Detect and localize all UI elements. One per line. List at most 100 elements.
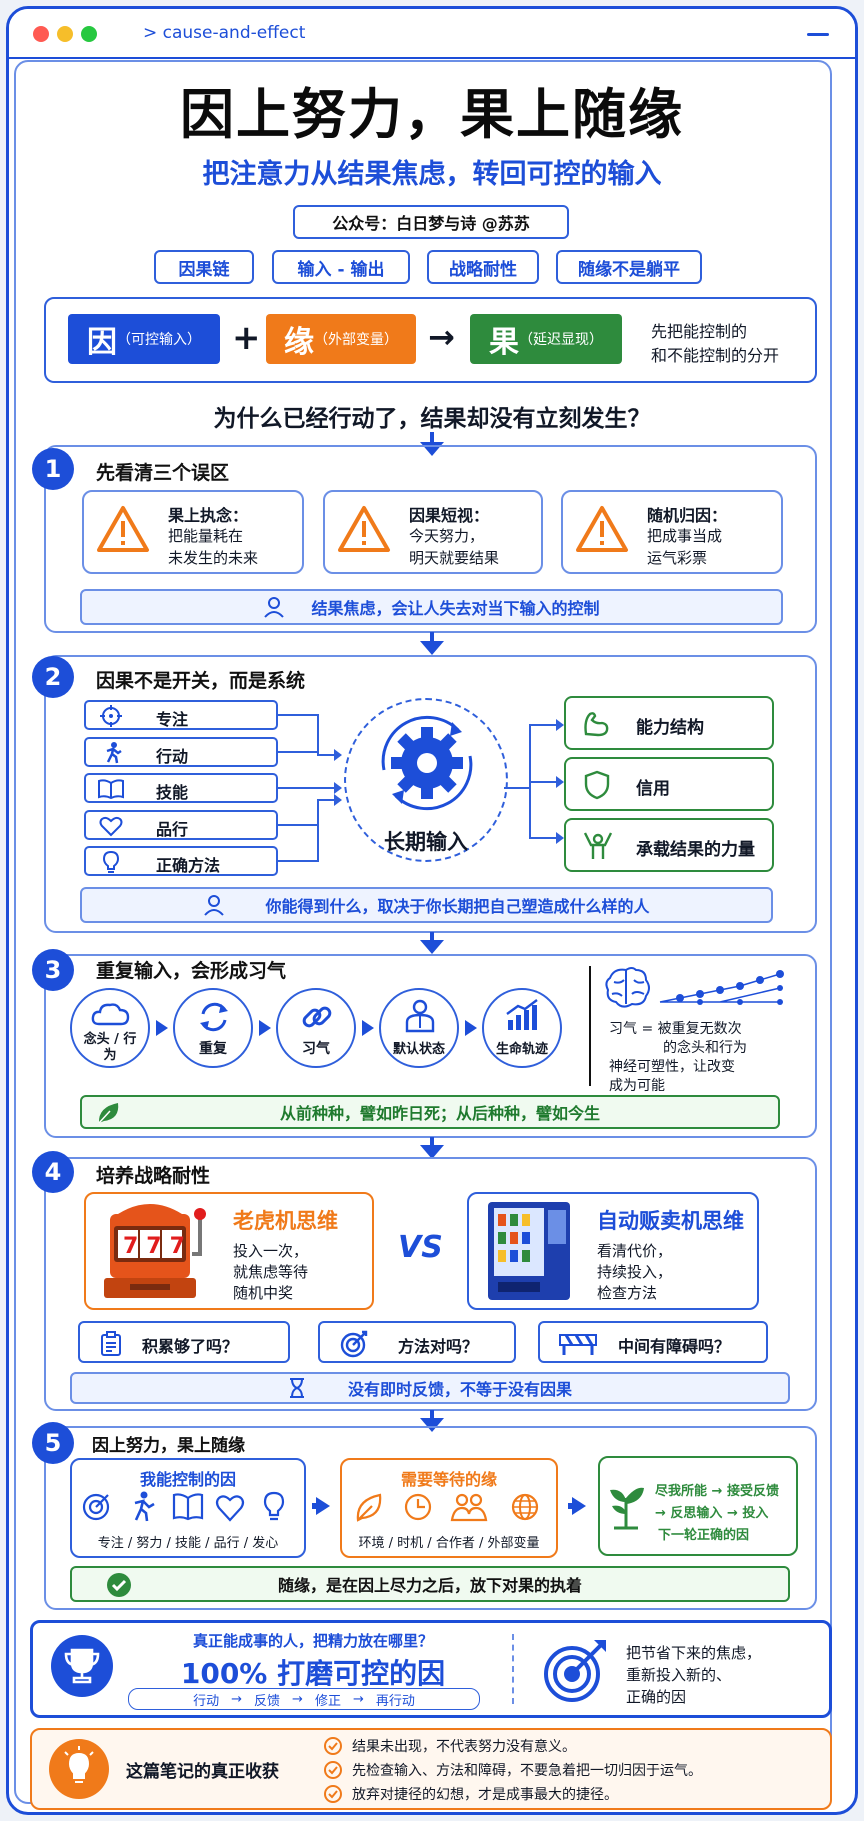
tag-patience[interactable]: 战略耐性 [427,250,539,284]
section-1-title: 先看清三个误区 [96,462,230,484]
waiting-conditions-box [340,1458,558,1558]
section-3-note-text: 从前种种，譬如昨日死；从后种种，譬如今生 [279,1104,600,1123]
check-circle-icon [107,1573,131,1597]
minimize-dot[interactable] [57,26,73,42]
section-3-note: 从前种种，譬如昨日死；从后种种，譬如今生 [80,1095,780,1129]
effect-char: 果 [489,325,519,360]
focus-right-3: 正确的因 [626,1688,687,1706]
wait-title: 需要等待的缘 [400,1470,497,1489]
cycle-line1: 尽我所能 → 接受反馈 [655,1484,779,1499]
mistake-2-head: 因果短视： [409,506,490,525]
section-1-number: 1 [32,448,74,490]
arrow-stem [312,1503,320,1509]
loop-step: 修正 [314,1693,341,1709]
step-label: 生命轨迹 [495,1042,548,1057]
condition-char: 缘 [284,325,314,360]
page-title: 因上努力，果上随缘 [180,83,684,146]
section-5 [44,1426,817,1610]
mistake-3-head: 随机归因： [647,506,728,525]
slot-line1: 投入一次， [233,1242,309,1260]
section-2-number: 2 [32,656,74,698]
target-arrow-icon [340,1330,368,1358]
arrow-icon: → [231,1691,243,1707]
effect-block: 果 （延迟显现） [470,314,622,364]
input-label: 正确方法 [156,856,221,875]
lightbulb-icon [102,850,120,873]
tag-io[interactable]: 输入 - 输出 [272,250,410,284]
down-arrow-icon [420,1145,444,1159]
clipboard-icon [101,1331,121,1356]
cycle-line3: 下一轮正确的因 [658,1528,750,1543]
running-icon [106,742,122,764]
main-question: 为什么已经行动了，结果却没有立刻发生？ [213,406,651,432]
shield-icon [584,770,610,800]
focus-question: 真正能成事的人，把精力放在哪里？ [192,1632,433,1650]
step-default: 默认状态 [379,988,459,1068]
person-icon [204,895,225,916]
question-obstacle[interactable]: 中间有障碍吗？ [538,1321,768,1363]
long-term-cycle [344,698,508,862]
check-circle-icon [324,1737,342,1755]
control-icons-row [82,1491,285,1522]
gear-icon [381,715,473,811]
check-circle-icon [324,1761,342,1779]
target-icon [100,705,122,727]
cycle-label: 长期输入 [384,830,468,854]
section-3-title: 重复输入，会形成习气 [96,960,287,982]
right-arrow-icon [259,1020,271,1036]
question-accumulation[interactable]: 积累够了吗？ [78,1321,290,1363]
heart-icon [215,1495,245,1522]
condition-label: （外部变量） [314,332,398,348]
warning-icon [338,506,390,552]
takeaway-text: 结果未出现，不代表努力没有意义。 [352,1739,576,1755]
tag-not-lying-flat[interactable]: 随缘不是躺平 [556,250,702,284]
leaf-icon [356,1493,382,1522]
vending-line3: 检查方法 [597,1284,658,1302]
section-4-note: 没有即时反馈，不等于没有因果 [70,1372,790,1404]
section-4-title: 培养战略耐性 [96,1165,211,1187]
slot-line2: 就焦虑等待 [233,1263,309,1281]
section-2-title: 因果不是开关，而是系统 [96,670,306,692]
maximize-dot[interactable] [81,26,97,42]
takeaway-box [30,1728,832,1810]
step-label: 习气 [302,1041,330,1057]
mistake-card-2 [323,490,543,574]
question-method[interactable]: 方法对吗？ [318,1321,516,1363]
menu-icon[interactable] [807,33,829,36]
mistake-1-head: 果上执念： [168,506,249,525]
focus-box [30,1620,832,1718]
right-arrow-icon [316,1497,330,1515]
tag-chain[interactable]: 因果链 [154,250,254,284]
close-dot[interactable] [33,26,49,42]
person-badge-icon [405,999,435,1033]
trophy-icon [51,1635,113,1697]
barrier-icon [559,1334,597,1355]
right-arrow-icon [156,1020,168,1036]
section-2-note-text: 你能得到什么，取决于你长期把自己塑造成什么样的人 [265,897,650,916]
focus-right-2: 重新投入新的、 [626,1666,732,1684]
vs-label: VS [398,1230,443,1265]
thought-cloud-icon [91,1003,130,1026]
refresh-icon [200,1002,228,1032]
people-icon [450,1493,488,1522]
output-label: 能力结构 [636,718,704,738]
vending-title: 自动贩卖机思维 [597,1209,744,1233]
heart-icon [99,816,123,837]
slot-reels: 777 [123,1234,193,1259]
vending-machine-icon [488,1202,570,1300]
arrow-stem [430,432,434,444]
link-icon [302,1006,332,1028]
right-arrow-icon [465,1020,477,1036]
mistake-3-line2: 运气彩票 [647,549,708,567]
mistake-1-line2: 未发生的未来 [168,549,259,567]
section-4-number: 4 [32,1151,74,1193]
arrow-stem [568,1503,576,1509]
step-life-path: 生命轨迹 [482,988,562,1068]
section-5-note: 随缘，是在因上尽力之后，放下对果的执着 [70,1566,790,1602]
clock-icon [404,1493,432,1521]
divider [589,966,591,1086]
cause-char: 因 [87,325,117,360]
question-label: 方法对吗？ [398,1337,479,1356]
habit-def-1: 习气 = 被重复无数次 [609,1021,742,1037]
habit-def-2: 的念头和行为 [663,1040,747,1056]
